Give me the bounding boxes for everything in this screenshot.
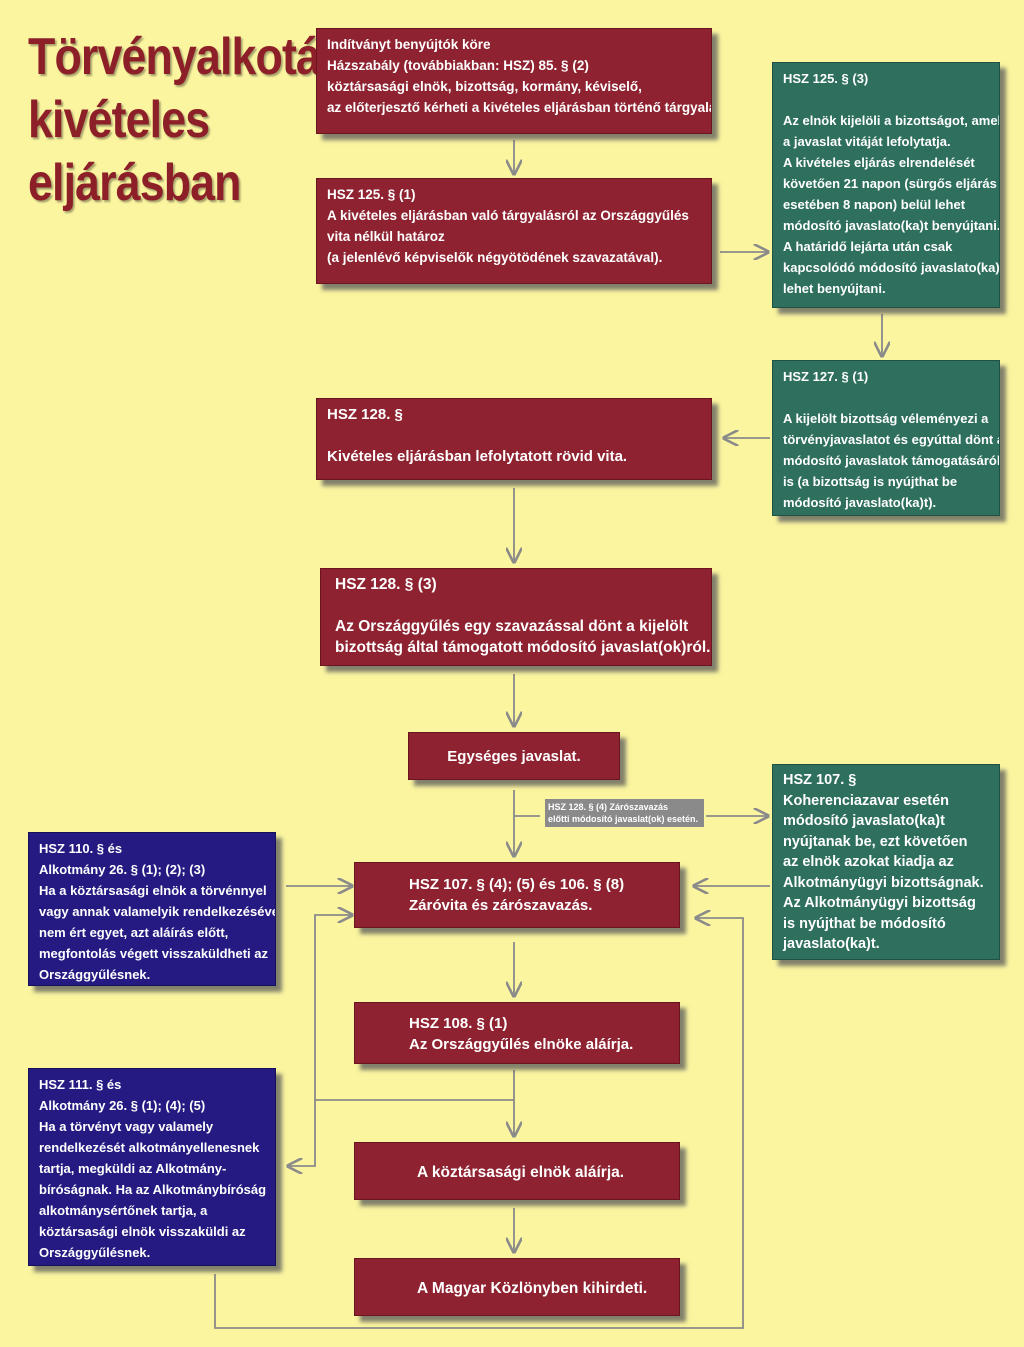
box-line xyxy=(783,89,989,110)
box-line: módosító javaslato(ka)t xyxy=(783,813,945,829)
box-line: nyújtanak be, ezt követően xyxy=(783,833,968,850)
box-line xyxy=(327,425,701,446)
note-line: előtti módosító javaslat(ok) esetén. xyxy=(548,814,699,824)
note-line: HSZ 128. § (4) Zárószavazás xyxy=(548,802,669,812)
box-line: nem ért egyet, azt aláírás előtt, xyxy=(39,925,229,940)
box-line: tartja, megküldi az Alkotmány- xyxy=(39,1161,227,1176)
box-line: HSZ 125. § (1) xyxy=(327,187,416,202)
box-line: bíróságnak. Ha az Alkotmánybíróság xyxy=(39,1182,267,1197)
president-signs-box: A köztársasági elnök aláírja. xyxy=(354,1142,680,1200)
box-line: A Magyar Közlönyben kihirdeti. xyxy=(417,1280,648,1297)
box-line xyxy=(335,595,701,616)
box-line: Az elnök kijelöli a bizottságot, amely xyxy=(783,113,1000,128)
box-line: Koherenciazavar esetén xyxy=(783,792,950,809)
box-line: A köztársasági elnök aláírja. xyxy=(417,1164,625,1181)
gazette-box: A Magyar Közlönyben kihirdeti. xyxy=(354,1258,680,1316)
box-line: követően 21 napon (sürgős eljárás xyxy=(783,176,997,191)
hsz111-box: HSZ 111. § és Alkotmány 26. § (1); (4); … xyxy=(28,1068,276,1266)
box-line: az előterjesztő kérheti a kivételes eljá… xyxy=(327,100,712,115)
box-line: is nyújthat be módosító xyxy=(783,915,946,932)
box-line: rendelkezését alkotmányellenesnek xyxy=(39,1140,260,1155)
box-line: A kijelölt bizottság véleményezi a xyxy=(783,411,989,426)
box-line: HSZ 128. § xyxy=(327,406,403,423)
box-line: HSZ 128. § (3) xyxy=(335,576,437,593)
final-vote-box: HSZ 107. § (4); (5) és 106. § (8) Záróvi… xyxy=(354,862,680,928)
box-line: Ha a köztársasági elnök a törvénnyel xyxy=(39,883,267,898)
title-line: eljárásban xyxy=(28,154,242,212)
box-line: HSZ 125. § (3) xyxy=(783,71,869,86)
box-line: javaslato(ka)t. xyxy=(783,936,880,952)
hsz107-box: HSZ 107. § Koherenciazavar esetén módosí… xyxy=(772,764,1000,960)
box-line: Alkotmányügyi bizottságnak. xyxy=(783,874,984,891)
box-line: Országgyűlésnek. xyxy=(39,967,151,982)
box-line: Az Országgyűlés elnöke aláírja. xyxy=(409,1036,634,1053)
box-line: módosító javaslatok támogatásáról xyxy=(783,453,1000,468)
box-line: esetében 8 napon) belül lehet xyxy=(783,197,966,212)
final-vote-amendment-note: HSZ 128. § (4) Zárószavazás előtti módos… xyxy=(545,799,704,827)
box-line: Ha a törvényt vagy valamely xyxy=(39,1119,214,1134)
box-line: vita nélkül határoz xyxy=(327,229,445,244)
box-line: Alkotmány 26. § (1); (2); (3) xyxy=(39,862,206,877)
box-line: HSZ 111. § és xyxy=(39,1077,122,1092)
box-line: törvényjavaslatot és egyúttal dönt a xyxy=(783,432,1000,447)
hsz125-3-box: HSZ 125. § (3) Az elnök kijelöli a bizot… xyxy=(772,62,1000,308)
box-line: vagy annak valamelyik rendelkezésével xyxy=(39,904,276,919)
box-line: A kivételes eljárásban való tárgyalásról… xyxy=(327,208,689,223)
box-line: alkotmánysértőnek tartja, a xyxy=(39,1203,208,1218)
box-line: megfontolás végett visszaküldheti az xyxy=(39,946,269,961)
hsz128-3-box: HSZ 128. § (3) Az Országgyűlés egy szava… xyxy=(320,568,712,666)
box-line: a javaslat vitáját lefolytatja. xyxy=(783,134,951,149)
box-line: Országgyűlésnek. xyxy=(39,1245,151,1260)
box-line: Kivételes eljárásban lefolytatott rövid … xyxy=(327,448,628,465)
box-line: HSZ 110. § és xyxy=(39,841,123,856)
hsz128-box: HSZ 128. § Kivételes eljárásban lefolyta… xyxy=(316,398,712,480)
box-line: köztársasági elnök visszaküldi az xyxy=(39,1224,246,1239)
hsz110-box: HSZ 110. § és Alkotmány 26. § (1); (2); … xyxy=(28,832,276,986)
box-line: Indítványt benyújtók köre xyxy=(327,37,491,52)
box-line xyxy=(783,387,989,408)
hsz125-1-box: HSZ 125. § (1) A kivételes eljárásban va… xyxy=(316,178,712,284)
box-line: az elnök azokat kiadja az xyxy=(783,854,954,870)
arrow-loop-to-111 xyxy=(288,1100,316,1166)
box-line: módosító javaslato(ka)t). xyxy=(783,495,937,510)
box-line: HSZ 107. § (4); (5) és 106. § (8) xyxy=(409,876,625,893)
arrow-president-loop-to-final-vote xyxy=(314,915,514,1101)
arrow-111-return-to-final-vote xyxy=(214,918,744,1329)
box-line: módosító javaslato(ka)t benyújtani. xyxy=(783,218,1000,233)
box-line: köztársasági elnök, bizottság, kormány, … xyxy=(327,79,642,94)
hsz127-1-box: HSZ 127. § (1) A kijelölt bizottság véle… xyxy=(772,360,1000,516)
box-line: Házszabály (továbbiakban: HSZ) 85. § (2) xyxy=(327,58,589,73)
box-line: HSZ 127. § (1) xyxy=(783,369,869,384)
box-line: kapcsolódó módosító javaslato(ka)t xyxy=(783,260,1000,275)
box-line: A határidő lejárta után csak xyxy=(783,239,953,254)
box-line: is (a bizottság is nyújthat be xyxy=(783,474,958,489)
box-line: Záróvita és zárószavazás. xyxy=(409,897,593,914)
box-line: Az Alkotmányügyi bizottság xyxy=(783,895,976,911)
box-line: lehet benyújtani. xyxy=(783,281,886,296)
box-line: A kivételes eljárás elrendelését xyxy=(783,155,975,170)
title-line: kivételes xyxy=(28,91,210,149)
unified-proposal-box: Egységes javaslat. xyxy=(408,732,620,780)
box-line: HSZ 107. § xyxy=(783,772,857,788)
box-line: Egységes javaslat. xyxy=(447,748,581,765)
box-line: (a jelenlévő képviselők négyötödének sza… xyxy=(327,250,663,265)
hsz108-box: HSZ 108. § (1) Az Országgyűlés elnöke al… xyxy=(354,1002,680,1064)
initiators-box: Indítványt benyújtók köre Házszabály (to… xyxy=(316,28,712,134)
box-line: HSZ 108. § (1) xyxy=(409,1015,508,1032)
box-line: Alkotmány 26. § (1); (4); (5) xyxy=(39,1098,206,1113)
box-line: Az Országgyűlés egy szavazással dönt a k… xyxy=(335,618,689,635)
box-line: bizottság által támogatott módosító java… xyxy=(335,639,711,656)
